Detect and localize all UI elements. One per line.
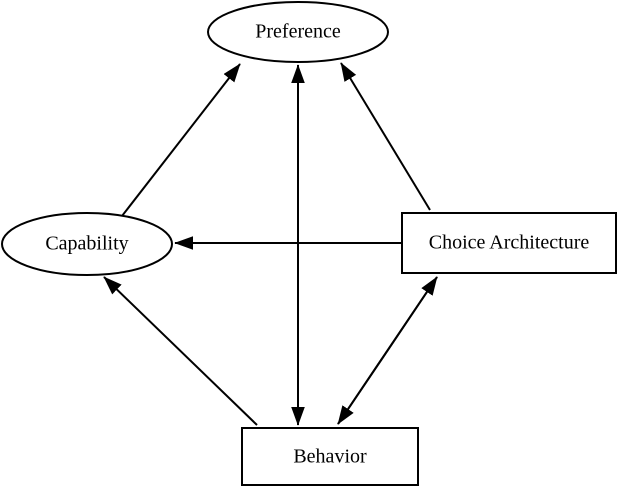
behavior-rect [241,427,419,486]
preference-label: Preference [255,21,341,43]
choice-architecture-label: Choice Architecture [429,232,590,254]
behavior-label: Behavior [293,446,367,468]
edge-behavior-to-capability [103,276,258,426]
edge-capability-to-preference [121,63,241,217]
node-choice-architecture[interactable]: Choice Architecture [401,212,617,274]
node-behavior[interactable]: Behavior [241,427,419,486]
edge-choice-architecture-to-behavior [337,276,438,425]
preference-ellipse [207,1,389,63]
node-preference[interactable]: Preference [207,1,389,63]
capability-ellipse [1,212,173,276]
edge-choice-architecture-to-preference [340,62,431,211]
choice-architecture-rect [401,212,617,274]
capability-label: Capability [45,233,128,255]
node-capability[interactable]: Capability [1,212,173,276]
